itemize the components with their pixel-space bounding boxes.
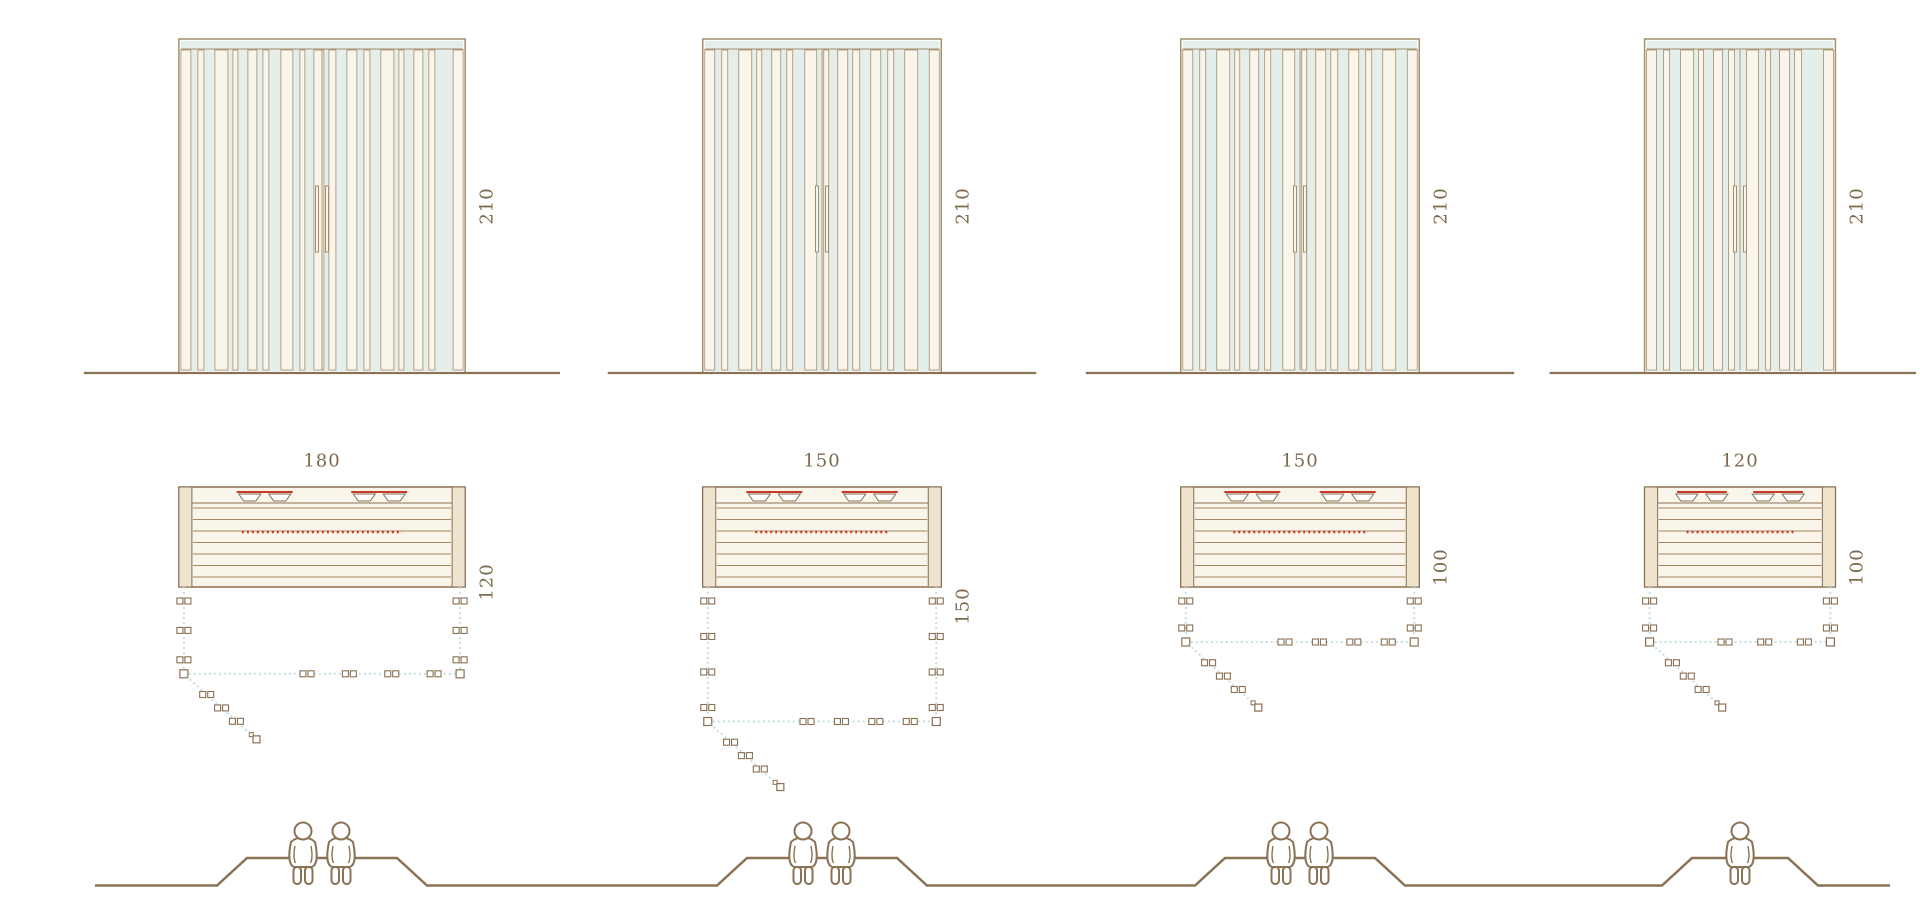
depth-dimension-model-3: 100 (1430, 547, 1452, 586)
height-dimension-model-1: 210 (476, 187, 498, 225)
seated-person-icon (788, 821, 818, 885)
capacity-icons-sauna-150x150 (788, 821, 856, 885)
height-dimension-model-4: 210 (1846, 187, 1868, 225)
height-dimension-model-3: 210 (1430, 187, 1452, 225)
seated-person-icon (326, 821, 356, 885)
elevation-view-sauna-150x100 (1085, 38, 1515, 375)
seated-person-icon (826, 821, 856, 885)
plan-view-sauna-150x150 (700, 486, 944, 792)
capacity-icons-sauna-150x100 (1266, 821, 1334, 885)
seated-person-icon (1725, 821, 1755, 885)
seated-person-icon (1304, 821, 1334, 885)
width-dimension-model-2: 150 (803, 450, 841, 472)
plan-view-sauna-120x100 (1642, 486, 1838, 712)
capacity-icons-sauna-180x120 (288, 821, 356, 885)
seated-person-icon (288, 821, 318, 885)
depth-dimension-model-1: 120 (476, 563, 498, 602)
depth-dimension-model-4: 100 (1846, 547, 1868, 586)
width-dimension-model-4: 120 (1721, 450, 1759, 472)
elevation-view-sauna-180x120 (83, 38, 561, 375)
elevation-view-sauna-150x150 (607, 38, 1037, 375)
height-dimension-model-2: 210 (952, 187, 974, 225)
plan-view-sauna-180x120 (176, 486, 468, 744)
elevation-view-sauna-120x100 (1549, 38, 1916, 375)
seated-person-icon (1266, 821, 1296, 885)
plan-view-sauna-150x100 (1178, 486, 1422, 712)
capacity-icons-sauna-120x100 (1725, 821, 1755, 885)
capacity-row (95, 821, 1890, 887)
width-dimension-model-1: 180 (303, 450, 341, 472)
width-dimension-model-3: 150 (1281, 450, 1319, 472)
depth-dimension-model-2: 150 (952, 587, 974, 625)
